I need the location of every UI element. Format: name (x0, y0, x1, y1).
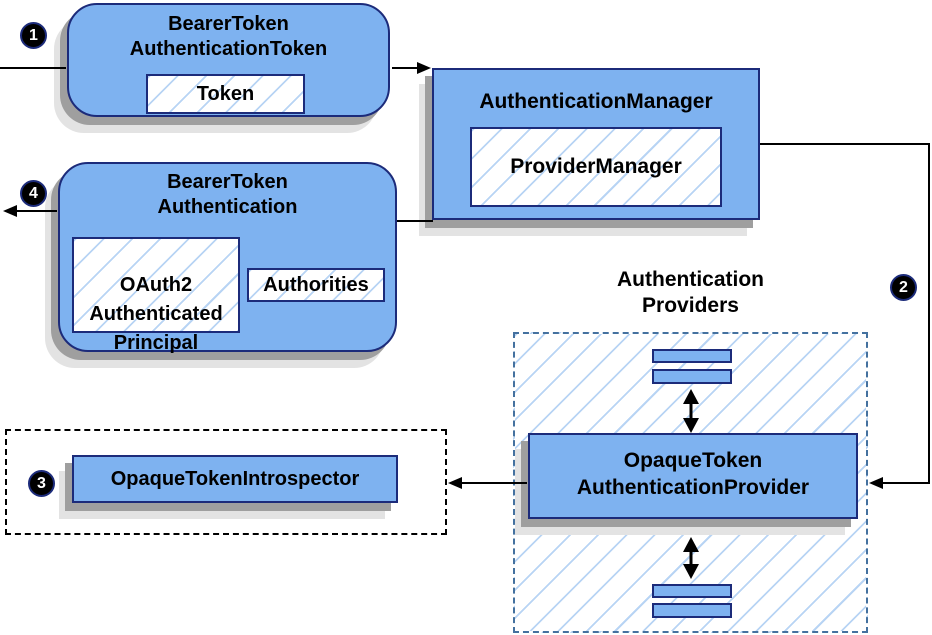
provider-stub-bottom-1 (652, 584, 732, 598)
authentication-providers-label: Authentication Providers (617, 268, 764, 318)
opaque-token-authentication-provider-title: OpaqueToken AuthenticationProvider (576, 449, 810, 500)
provider-stub-bottom-2 (652, 603, 732, 618)
step-1-number: 1 (29, 26, 38, 44)
step-3-number: 3 (37, 474, 46, 492)
token-label: Token (196, 83, 255, 105)
step-4-number: 4 (29, 184, 38, 202)
authentication-out-arrow (3, 205, 57, 217)
opaque-token-introspector-node (72, 455, 398, 503)
provider-manager-box: ProviderManager (470, 127, 722, 207)
step-2-number: 2 (899, 278, 908, 296)
provider-stub-top-1 (652, 349, 732, 363)
bearer-token-authentication-title: BearerToken Authentication (157, 171, 298, 218)
step-4-badge: 4 (20, 180, 47, 207)
provider-manager-label: ProviderManager (510, 155, 682, 178)
bearer-token-authentication-token-title: BearerToken AuthenticationToken (129, 13, 328, 60)
authorities-box: Authorities (247, 268, 385, 302)
step-1-badge: 1 (20, 22, 47, 49)
authorities-label: Authorities (263, 274, 369, 296)
step-2-badge: 2 (890, 274, 917, 301)
authentication-manager-title: AuthenticationManager (479, 90, 713, 113)
opaque-token-introspector-title: OpaqueTokenIntrospector (110, 468, 360, 490)
token-to-manager-arrow (392, 62, 431, 74)
oauth2-authenticated-principal-box: OAuth2 Authenticated Principal (72, 237, 240, 354)
provider-stub-top-2 (652, 369, 732, 384)
token-box: Token (146, 74, 305, 114)
step-3-badge: 3 (28, 470, 55, 497)
opaque-token-introspector-container (5, 429, 447, 535)
oauth2-authenticated-principal-label: OAuth2 Authenticated Principal (89, 274, 223, 354)
